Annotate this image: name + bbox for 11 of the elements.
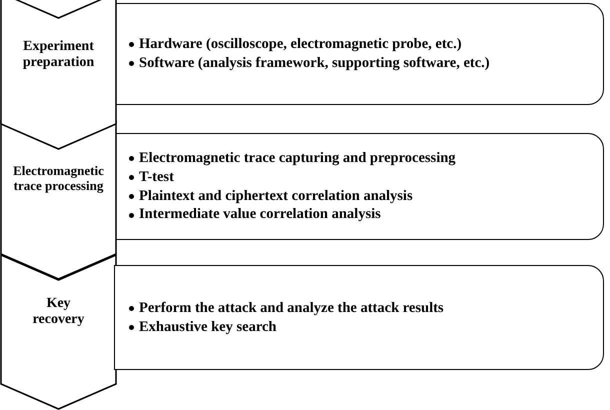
bullet-text: Electromagnetic trace capturing and preprocessing: [139, 150, 456, 166]
bullet-text: Hardware (oscilloscope, electromagnetic probe, etc.): [139, 36, 462, 52]
step-label: Electromagnetic trace processing: [12, 164, 105, 194]
bullet-text: Perform the attack and analyze the attack results: [139, 300, 444, 316]
bullet-text: Software (analysis framework, supporting software, etc.): [139, 55, 490, 71]
bullet-text: Plaintext and ciphertext correlation analysis: [139, 188, 413, 204]
step-label: Key recovery: [32, 296, 86, 328]
step-label: Experiment preparation: [22, 39, 96, 72]
bullet-text: Exhaustive key search: [139, 318, 276, 334]
bullet-text: Intermediate value correlation analysis: [139, 206, 381, 222]
bullet-text: T-test: [139, 168, 174, 185]
